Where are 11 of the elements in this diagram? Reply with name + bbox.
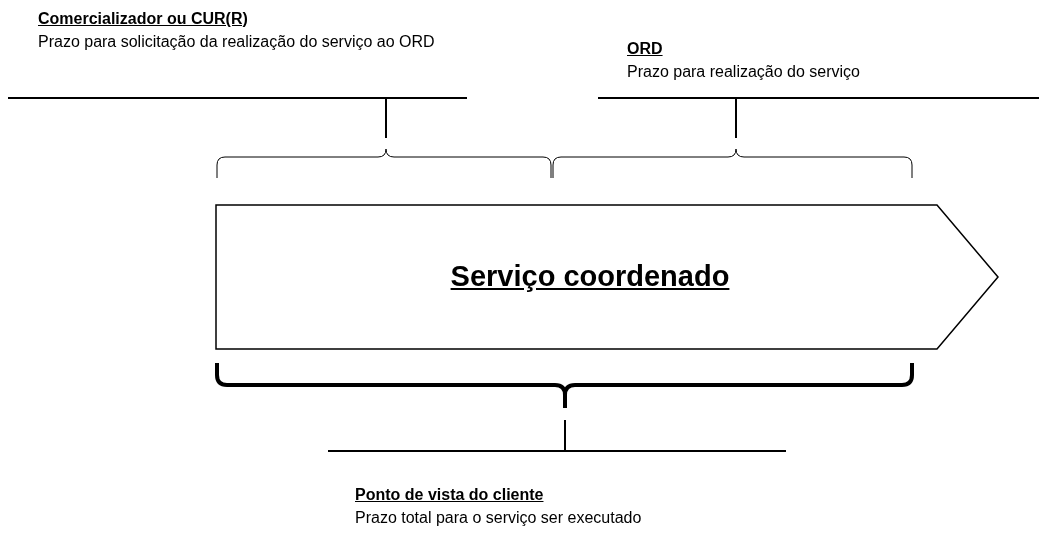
annotation-text: Prazo para realização do serviço <box>627 62 861 82</box>
leader-line <box>735 98 737 139</box>
process-arrow <box>215 204 999 350</box>
annotation-text: Prazo para solicitação da realização do serviço ao ORD <box>38 32 436 52</box>
leader-line <box>564 419 566 451</box>
process-title: Serviço coordenado <box>450 260 730 293</box>
leader-line <box>385 98 387 139</box>
annotation-text: Prazo total para o serviço ser executado <box>355 508 643 528</box>
annotation-heading: Comercializador ou CUR(R) <box>38 9 248 29</box>
annotation-heading: ORD <box>627 39 663 59</box>
annotation-heading: Ponto de vista do cliente <box>355 485 544 505</box>
